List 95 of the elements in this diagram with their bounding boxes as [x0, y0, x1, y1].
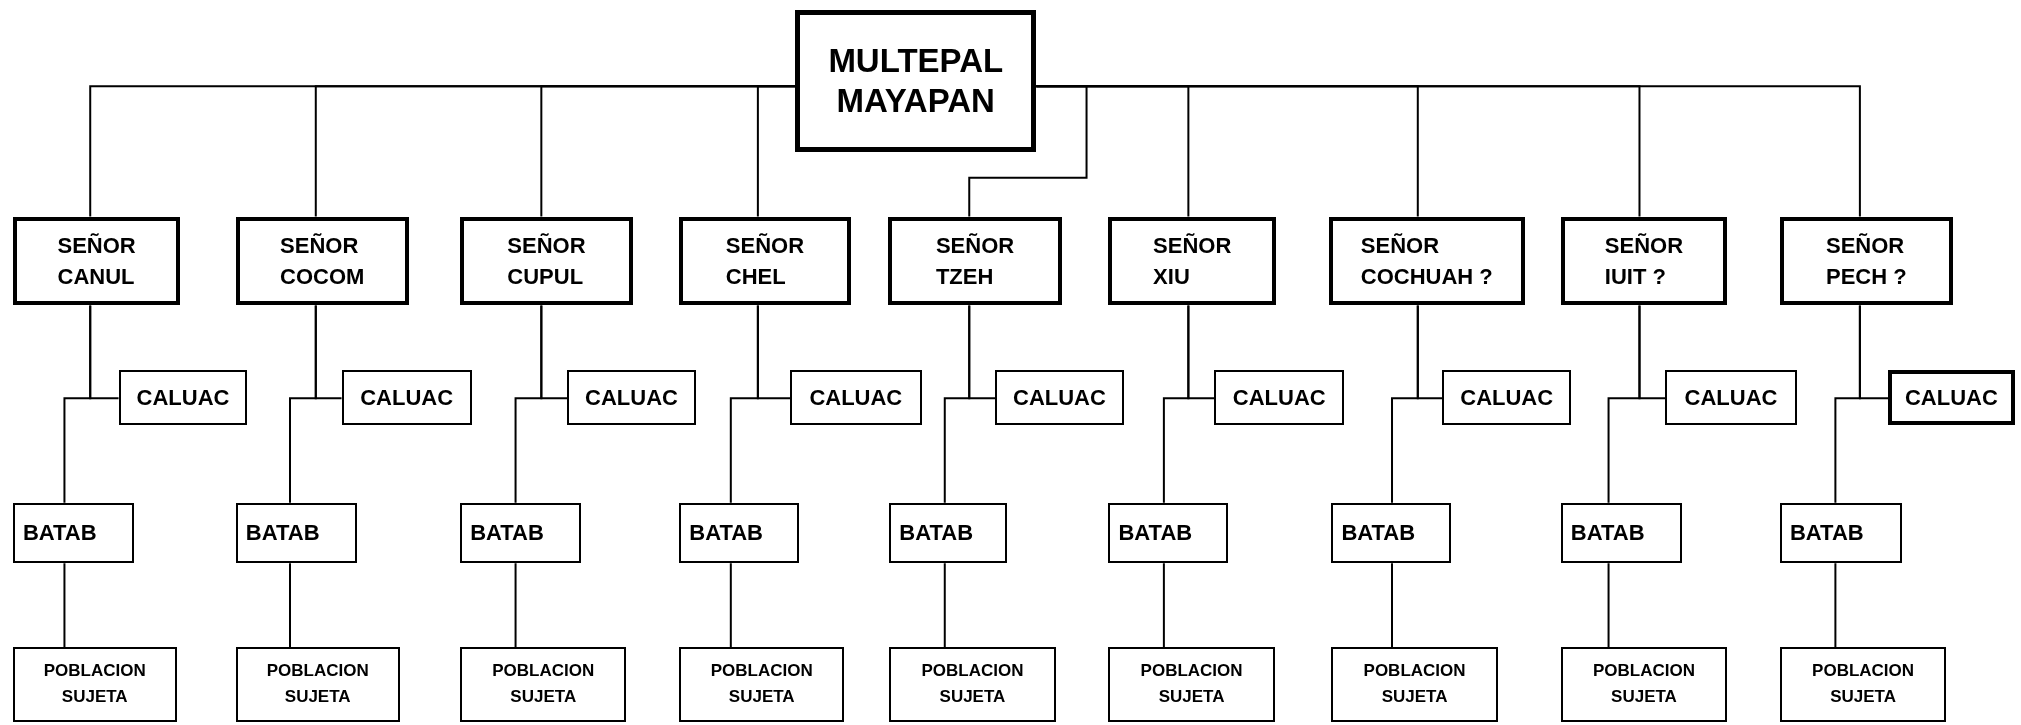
lord-box	[1108, 216, 1276, 306]
box-text: BATAB	[22, 519, 97, 546]
connector-line	[1834, 304, 1861, 504]
lord-box	[679, 216, 851, 306]
box-text: CALUAC	[585, 384, 678, 411]
box-text: SEÑOR XIU	[1153, 232, 1232, 291]
box-text: POBLACION SUJETA	[266, 660, 369, 709]
connector-line	[1607, 562, 1610, 649]
lord-box	[1560, 216, 1728, 306]
office-box	[235, 502, 357, 564]
box-text: CALUAC	[1904, 384, 1998, 411]
population-box	[1108, 647, 1275, 722]
office-box	[1560, 502, 1682, 564]
connector-line	[289, 562, 291, 649]
box-text: BATAB	[1341, 519, 1416, 546]
box-text: BATAB	[899, 519, 974, 546]
box-text: SEÑOR CUPUL	[507, 232, 586, 291]
box-text: BATAB	[1789, 519, 1864, 546]
connector-line	[1391, 562, 1393, 649]
box-text: SEÑOR CHEL	[725, 232, 805, 291]
population-box	[889, 647, 1056, 722]
office-box	[1331, 502, 1452, 564]
connector-line	[729, 562, 732, 649]
connector-line	[63, 304, 92, 504]
office-box	[1108, 502, 1229, 564]
office-box	[341, 369, 472, 426]
connector-line	[756, 85, 797, 218]
connector-line	[1391, 304, 1419, 504]
connector-line	[1162, 304, 1190, 504]
population-box	[1779, 647, 1947, 722]
box-text: POBLACION SUJETA	[492, 660, 595, 709]
connector-line	[514, 304, 543, 504]
box-text: SEÑOR PECH ?	[1825, 232, 1907, 291]
office-box	[12, 502, 135, 564]
box-text: MULTEPAL MAYAPAN	[828, 41, 1004, 122]
connector-line	[968, 85, 1088, 218]
population-box	[235, 647, 400, 722]
box-text: CALUAC	[136, 384, 230, 411]
lord-box	[1779, 216, 1953, 306]
connector-line	[1834, 562, 1837, 649]
office-box	[460, 502, 582, 564]
connector-line	[1035, 85, 1861, 218]
box-text: CALUAC	[1013, 384, 1106, 411]
connector-line	[943, 304, 971, 504]
population-box	[1560, 647, 1728, 722]
office-box	[1888, 369, 2015, 426]
connector-line	[289, 304, 317, 504]
population-box	[1331, 647, 1498, 722]
box-text: POBLACION SUJETA	[43, 660, 146, 709]
box-text: POBLACION SUJETA	[1363, 660, 1466, 709]
population-box	[679, 647, 845, 722]
office-box	[889, 502, 1007, 564]
lord-box	[235, 216, 409, 306]
box-text: BATAB	[245, 519, 320, 546]
box-text: POBLACION SUJETA	[1593, 660, 1695, 709]
office-box	[1665, 369, 1797, 426]
connector-line	[514, 562, 517, 649]
office-box	[679, 502, 800, 564]
office-box	[567, 369, 696, 426]
office-box	[1214, 369, 1345, 426]
title-box	[795, 10, 1037, 153]
box-text: POBLACION SUJETA	[1140, 660, 1243, 709]
office-box	[1442, 369, 1572, 426]
office-box	[995, 369, 1124, 426]
box-text: BATAB	[1118, 519, 1193, 546]
box-text: BATAB	[470, 519, 544, 546]
office-box	[1779, 502, 1903, 564]
box-text: BATAB	[689, 519, 763, 546]
box-text: CALUAC	[1232, 384, 1326, 411]
population-box	[12, 647, 177, 722]
lord-box	[12, 216, 181, 306]
box-text: POBLACION SUJETA	[921, 660, 1024, 709]
box-text: SEÑOR COCOM	[280, 232, 365, 291]
connector-line	[729, 304, 759, 504]
box-text: POBLACION SUJETA	[1812, 660, 1915, 709]
box-text: SEÑOR COCHUAH ?	[1360, 232, 1493, 291]
office-box	[790, 369, 922, 426]
office-box	[118, 369, 248, 426]
box-text: SEÑOR TZEH	[935, 232, 1015, 291]
lord-box	[888, 216, 1063, 306]
box-text: CALUAC	[809, 384, 903, 411]
lord-box	[460, 216, 633, 306]
box-text: POBLACION SUJETA	[710, 660, 813, 709]
lord-box	[1328, 216, 1525, 306]
population-box	[460, 647, 627, 722]
box-text: CALUAC	[360, 384, 454, 411]
box-text: SEÑOR IUIT ?	[1604, 232, 1684, 291]
box-text: SEÑOR CANUL	[57, 232, 136, 291]
connector-line	[943, 562, 946, 649]
connector-line	[1162, 562, 1165, 649]
box-text: CALUAC	[1684, 384, 1778, 411]
box-text: BATAB	[1570, 519, 1645, 546]
connector-line	[63, 562, 66, 649]
box-text: CALUAC	[1460, 384, 1554, 411]
connector-line	[1607, 304, 1641, 504]
